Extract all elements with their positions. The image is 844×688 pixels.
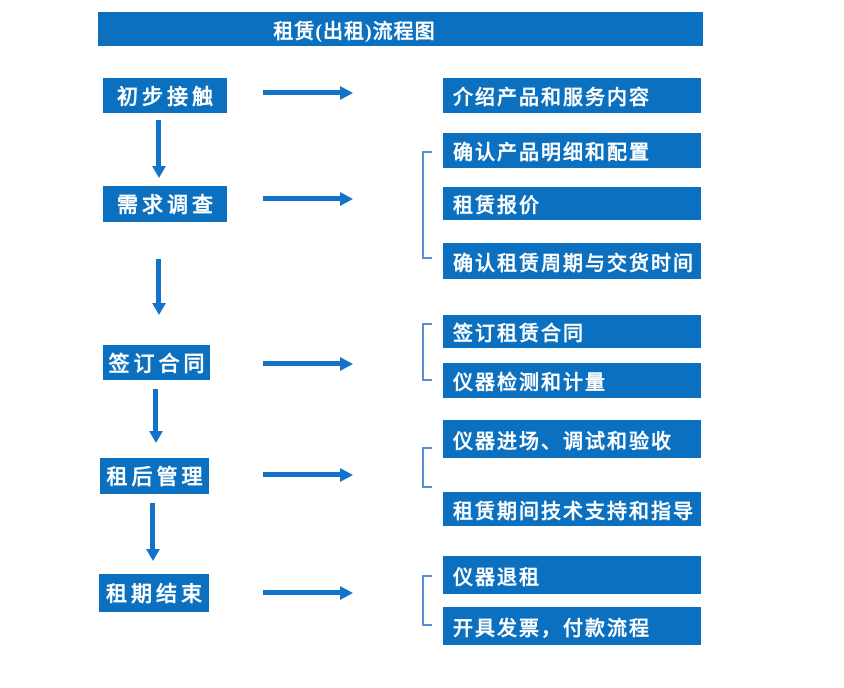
flow-arrow-right-4 xyxy=(263,472,340,477)
flowchart-title-bar: 租赁(出租)流程图 xyxy=(98,12,703,46)
detail-instrument-return: 仪器退租 xyxy=(443,556,701,594)
flow-arrow-down-3 xyxy=(153,389,158,431)
group-bracket-2 xyxy=(422,323,432,381)
flow-arrow-right-5 xyxy=(263,590,340,595)
detail-confirm-product-config: 确认产品明细和配置 xyxy=(443,133,701,168)
detail-confirm-rental-period-delivery: 确认租赁周期与交货时间 xyxy=(443,243,701,279)
flow-arrow-right-1 xyxy=(263,90,340,95)
detail-sign-rental-contract: 签订租赁合同 xyxy=(443,315,701,348)
detail-rental-technical-support: 租赁期间技术支持和指导 xyxy=(443,492,701,526)
flow-arrow-down-1 xyxy=(156,120,161,166)
step-initial-contact: 初步接触 xyxy=(103,78,227,113)
detail-instrument-inspection-metering: 仪器检测和计量 xyxy=(443,363,701,398)
flow-arrow-down-4 xyxy=(150,503,155,549)
group-bracket-3 xyxy=(422,447,432,488)
detail-intro-products: 介绍产品和服务内容 xyxy=(443,78,701,113)
step-rental-period-end: 租期结束 xyxy=(99,574,209,612)
flow-arrow-down-2 xyxy=(156,259,161,303)
step-post-rental-management: 租后管理 xyxy=(100,458,209,494)
group-bracket-1 xyxy=(422,151,432,259)
step-demand-survey: 需求调查 xyxy=(103,186,227,222)
flow-arrow-right-2 xyxy=(263,196,340,201)
group-bracket-4 xyxy=(422,575,432,626)
flow-arrow-right-3 xyxy=(263,361,340,366)
detail-instrument-arrival-acceptance: 仪器进场、调试和验收 xyxy=(443,420,701,458)
flowchart-title: 租赁(出租)流程图 xyxy=(273,20,436,43)
step-contract-signing: 签订合同 xyxy=(103,345,210,380)
detail-invoice-payment-process: 开具发票，付款流程 xyxy=(443,607,701,645)
detail-rental-quote: 租赁报价 xyxy=(443,187,701,220)
